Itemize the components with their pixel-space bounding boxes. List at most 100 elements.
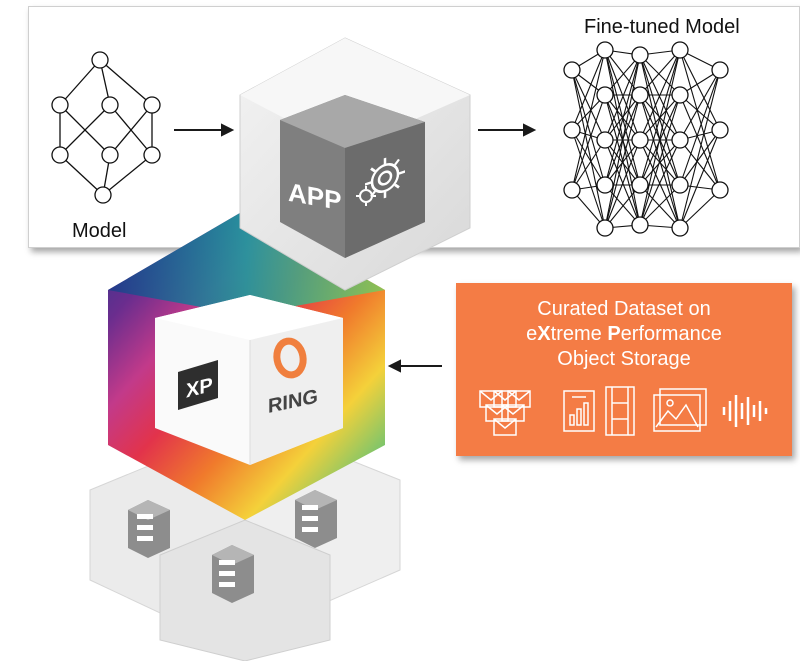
finetuned-edge bbox=[604, 54, 641, 96]
finetuned-node bbox=[671, 41, 689, 59]
finetuned-edge bbox=[604, 184, 641, 226]
finetuned-node bbox=[563, 121, 581, 139]
finetuned-edge bbox=[639, 49, 681, 141]
finetuned-node bbox=[671, 131, 689, 149]
model-nodes bbox=[51, 51, 161, 204]
model-network bbox=[59, 59, 153, 196]
model-node bbox=[51, 146, 69, 164]
finetuned-edge bbox=[571, 69, 606, 186]
finetuned-edge bbox=[604, 49, 641, 96]
finetuned-edge bbox=[679, 69, 721, 141]
finetuned-edge bbox=[679, 139, 721, 191]
finetuned-edge bbox=[679, 189, 721, 229]
finetuned-edge bbox=[604, 139, 641, 229]
finetuned-edge bbox=[679, 94, 721, 131]
finetuned-node bbox=[671, 219, 689, 237]
image-gallery-icon bbox=[653, 388, 707, 432]
dataset-title: Curated Dataset on eXtreme Performance O… bbox=[456, 297, 792, 372]
finetuned-edge bbox=[604, 54, 641, 229]
finetuned-edge bbox=[571, 49, 606, 131]
arrow-model-to-app bbox=[174, 123, 235, 137]
finetuned-edge bbox=[679, 49, 721, 191]
finetuned-edge bbox=[604, 54, 641, 141]
finetuned-edge bbox=[679, 69, 721, 186]
finetuned-edge bbox=[604, 54, 641, 186]
finetuned-node bbox=[596, 86, 614, 104]
finetuned-edge bbox=[639, 54, 681, 96]
finetuned-edge bbox=[604, 139, 641, 226]
model-node bbox=[51, 96, 69, 114]
finetuned-edge bbox=[571, 129, 606, 186]
finetuned-edge bbox=[639, 94, 681, 226]
dataset-panel: Curated Dataset on eXtreme Performance O… bbox=[456, 283, 792, 456]
finetuned-node bbox=[711, 61, 729, 79]
finetuned-edge bbox=[639, 54, 681, 141]
audio-waveform-icon bbox=[722, 395, 768, 427]
film-strip-icon bbox=[605, 386, 635, 436]
finetuned-edge bbox=[679, 49, 721, 131]
finetuned-edge bbox=[679, 129, 721, 229]
finetuned-edge bbox=[571, 129, 606, 229]
finetuned-edge bbox=[604, 94, 641, 141]
arrow-app-to-finetuned bbox=[478, 123, 537, 137]
finetuned-edge bbox=[639, 49, 681, 186]
model-node bbox=[101, 96, 119, 114]
gear-icon bbox=[365, 157, 405, 199]
finetuned-edge bbox=[679, 69, 721, 229]
server-box-right bbox=[295, 490, 337, 548]
finetuned-edge bbox=[639, 49, 681, 226]
finetuned-edge bbox=[571, 94, 606, 191]
finetuned-edge bbox=[639, 139, 681, 229]
finetuned-edge bbox=[639, 94, 681, 186]
finetuned-node bbox=[671, 176, 689, 194]
server-box-front bbox=[212, 545, 254, 603]
finetuned-edge bbox=[639, 184, 681, 226]
finetuned-node bbox=[596, 131, 614, 149]
dataset-line1: Curated Dataset on bbox=[537, 298, 711, 320]
finetuned-node bbox=[631, 131, 649, 149]
server-box-left bbox=[128, 500, 170, 558]
model-node bbox=[91, 51, 109, 69]
dataset-line3: Object Storage bbox=[557, 348, 691, 370]
model-node bbox=[143, 96, 161, 114]
finetuned-edge bbox=[604, 184, 641, 229]
finetuned-node bbox=[631, 46, 649, 64]
arrow-dataset-to-ring bbox=[387, 359, 442, 373]
media-icons bbox=[479, 386, 768, 436]
finetuned-edge bbox=[639, 139, 681, 226]
finetuned-edge bbox=[639, 184, 681, 229]
finetuned-node bbox=[631, 86, 649, 104]
finetuned-model-label: Fine-tuned Model bbox=[584, 16, 740, 38]
finetuned-node bbox=[596, 219, 614, 237]
finetuned-node bbox=[596, 41, 614, 59]
finetuned-nodes bbox=[563, 41, 729, 237]
finetuned-edge bbox=[639, 139, 681, 186]
finetuned-node bbox=[631, 176, 649, 194]
finetuned-edge bbox=[679, 129, 721, 186]
finetuned-edge bbox=[571, 69, 606, 141]
model-label: Model bbox=[72, 220, 127, 242]
small-gear-icon bbox=[356, 186, 376, 206]
finetuned-edge bbox=[639, 54, 681, 186]
finetuned-edge bbox=[604, 49, 641, 226]
finetuned-node bbox=[631, 216, 649, 234]
finetuned-edge bbox=[571, 69, 606, 229]
chart-document-icon bbox=[563, 390, 595, 432]
ring-cube: XP RING bbox=[108, 210, 385, 520]
finetuned-edge bbox=[639, 49, 681, 96]
dataset-line2: eXtreme Performance bbox=[526, 323, 722, 345]
finetuned-node bbox=[596, 176, 614, 194]
model-node bbox=[94, 186, 112, 204]
app-cube: APP bbox=[239, 37, 471, 291]
finetuned-edge bbox=[679, 94, 721, 191]
model-node bbox=[101, 146, 119, 164]
finetuned-node bbox=[563, 181, 581, 199]
xp-logo: XP bbox=[178, 360, 218, 410]
finetuned-node bbox=[563, 61, 581, 79]
finetuned-edge bbox=[639, 54, 681, 229]
finetuned-node bbox=[711, 181, 729, 199]
model-node bbox=[143, 146, 161, 164]
finetuned-edge bbox=[604, 94, 641, 229]
finetuned-node bbox=[671, 86, 689, 104]
